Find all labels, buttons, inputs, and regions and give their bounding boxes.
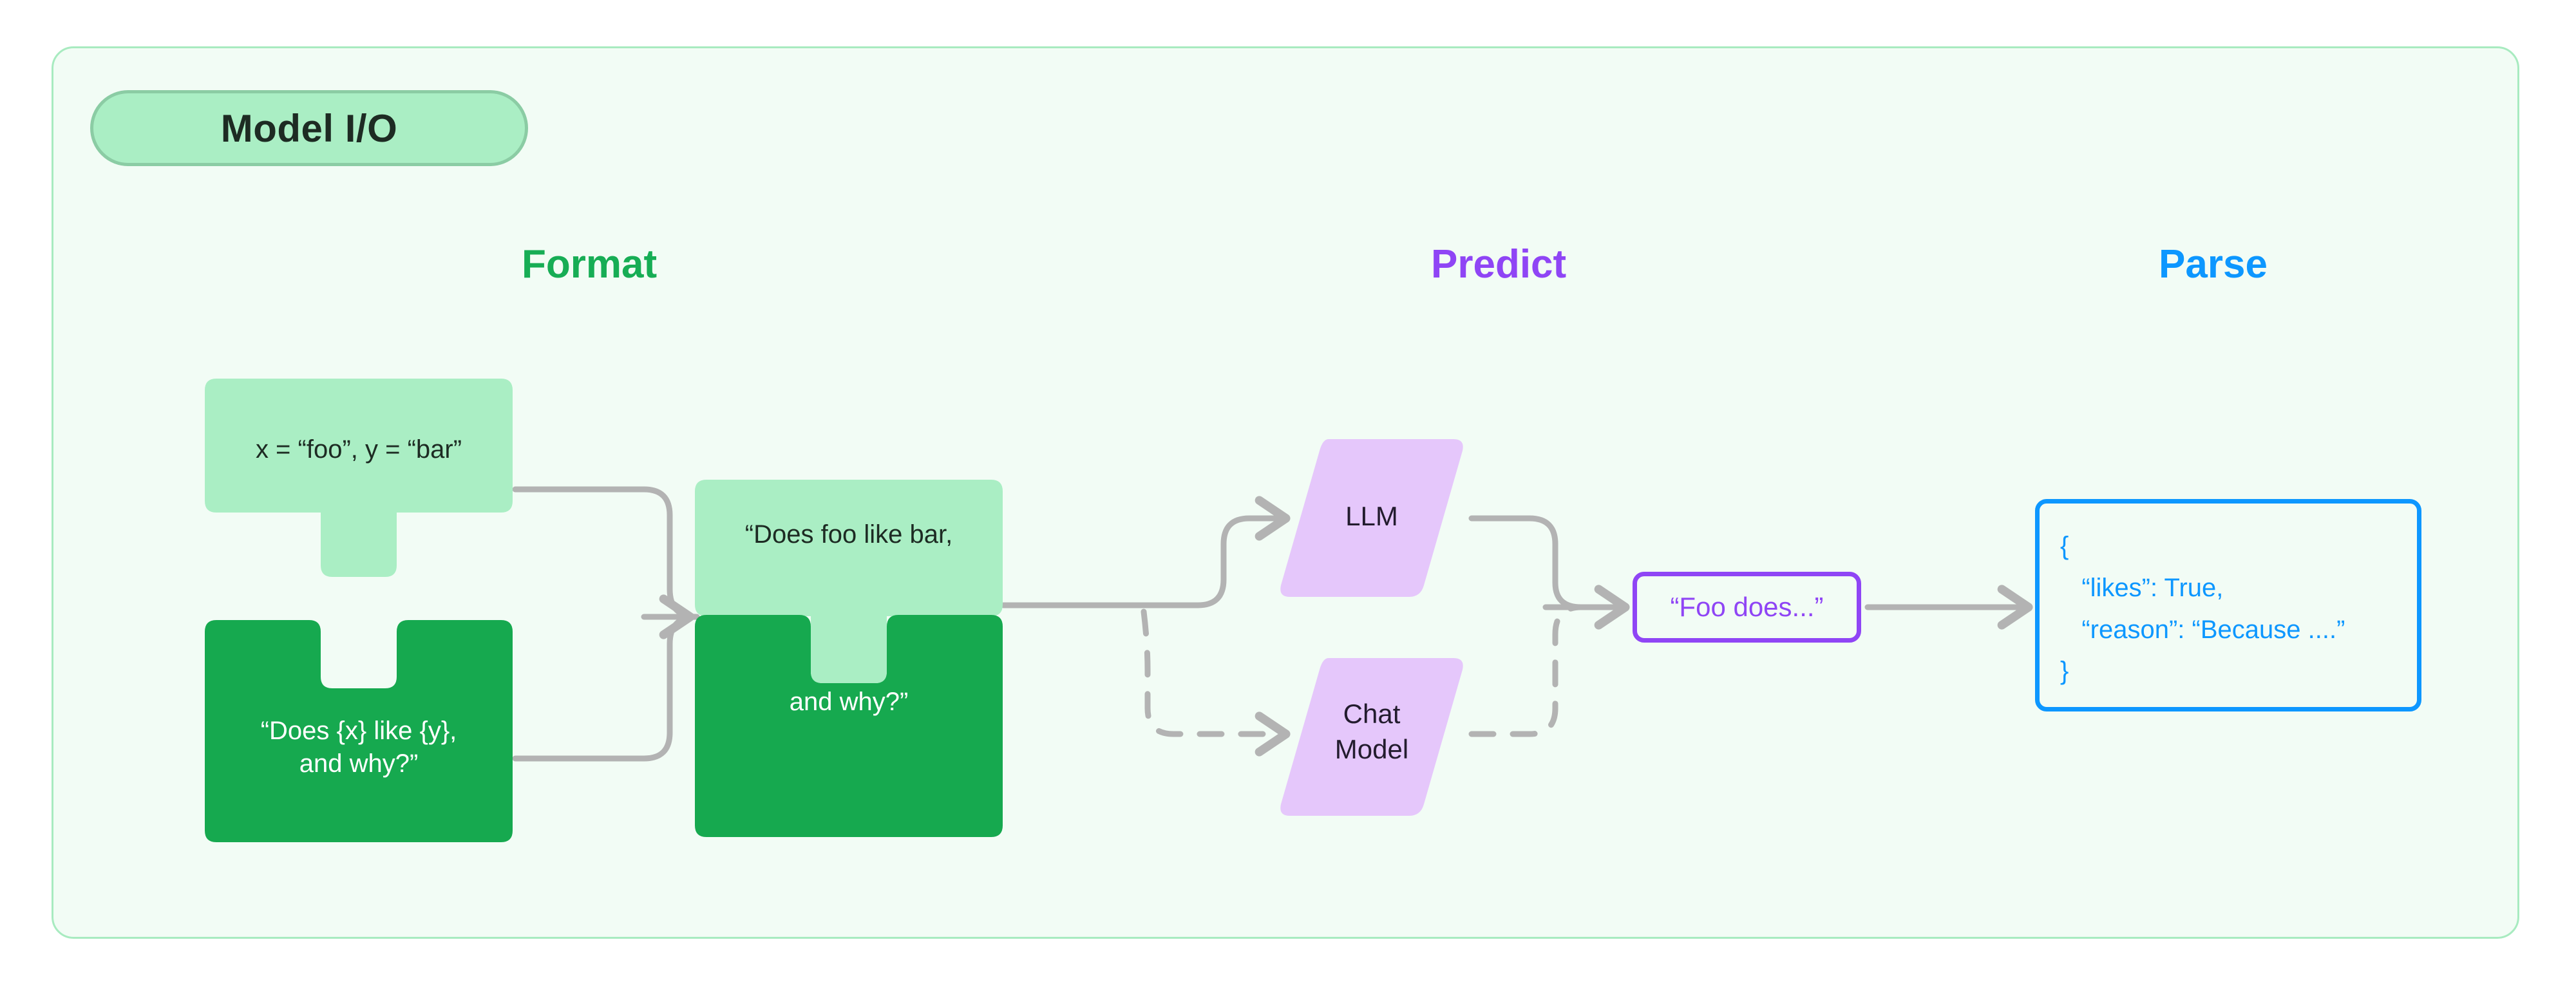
stage-header-parse: Parse [2159, 242, 2268, 287]
parsed-json-line: } [2060, 657, 2069, 686]
parsed-json-output-box[interactable]: { “likes”: True, “reason”: “Because ....… [2035, 499, 2421, 711]
stage-header-format: Format [522, 242, 658, 287]
puzzle-piece-formatted-prompt-bottom[interactable] [695, 615, 1003, 837]
parsed-json-line: “reason”: “Because ....” [2060, 615, 2345, 644]
raw-model-output-text: “Foo does...” [1670, 592, 1824, 622]
puzzle-piece-input-values[interactable] [205, 379, 513, 585]
stage-header-predict: Predict [1431, 242, 1567, 287]
parsed-json-line: { [2060, 532, 2069, 560]
parsed-json-line: “likes”: True, [2060, 573, 2224, 602]
raw-model-output-box[interactable]: “Foo does...” [1633, 572, 1861, 643]
puzzle-piece-formatted-prompt-top[interactable] [695, 480, 1003, 616]
model-node-chat-model[interactable] [1278, 658, 1465, 816]
model-node-llm[interactable] [1278, 439, 1465, 597]
puzzle-piece-prompt-template[interactable] [205, 620, 513, 842]
model-io-badge-label: Model I/O [220, 106, 398, 150]
model-io-badge[interactable]: Model I/O [90, 90, 528, 166]
